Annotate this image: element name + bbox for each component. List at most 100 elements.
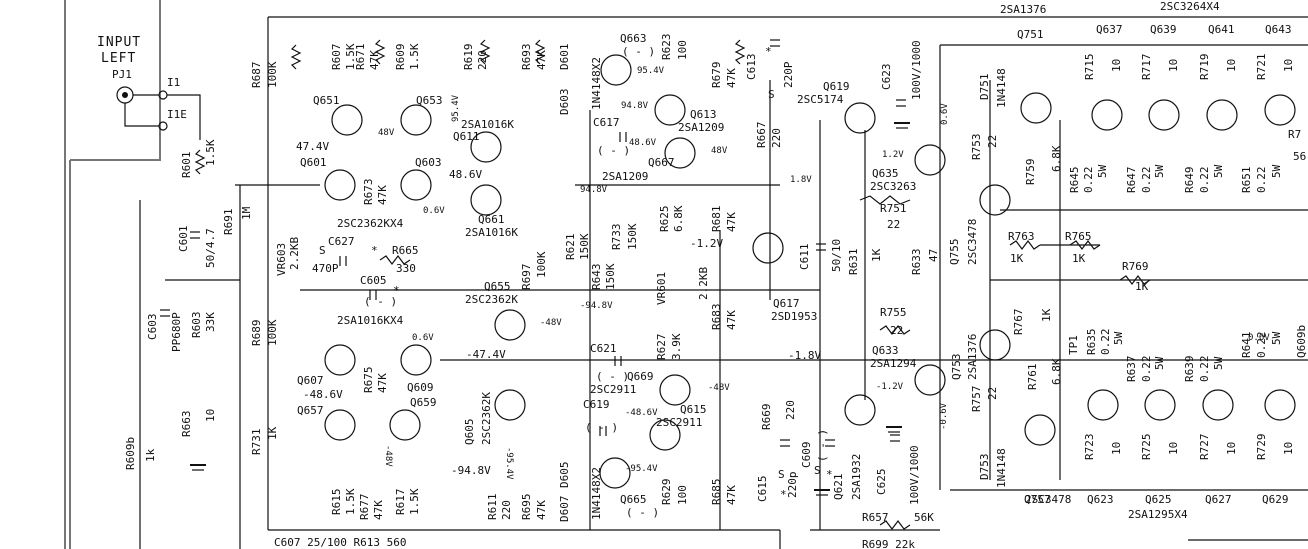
q635-part: 2SC3263 <box>870 180 916 193</box>
r641-val: 0.22 <box>1255 332 1268 359</box>
volt-21: -94.8V <box>451 464 491 477</box>
r761-ref: R761 <box>1026 364 1039 391</box>
q627-symbol <box>1202 389 1234 421</box>
c623-val: 100V/1000 <box>910 40 923 100</box>
r759-ref: R759 <box>1024 159 1037 186</box>
volt-1: 47.4V <box>296 140 329 153</box>
r645-ref: R645 <box>1068 167 1081 194</box>
q655-label: Q655 <box>484 280 511 293</box>
r719-val: 10 <box>1225 59 1238 72</box>
volt-25: -48V <box>708 383 730 393</box>
c621-ref: C621 <box>590 342 617 355</box>
r609-ref: R609 <box>394 44 407 71</box>
r695-val: 47K <box>535 500 548 520</box>
q751-label: Q751 <box>1017 28 1044 41</box>
q751-symbol <box>1020 92 1052 124</box>
q607-symbol <box>324 344 356 376</box>
r667-val: 220 <box>770 128 783 148</box>
r733-val: 150K <box>626 223 639 250</box>
watt-637: 5W <box>1153 356 1166 370</box>
r611-val: 220 <box>500 500 513 520</box>
volt-4: 95.4V <box>451 94 461 122</box>
labels: 2SA1376 2SC3264X4 2SC3478 2SA1295X4 C607… <box>124 0 1308 549</box>
q625-symbol <box>1144 389 1176 421</box>
q643-symbol <box>1264 94 1296 126</box>
q655-symbol <box>494 309 526 341</box>
r727-ref: R727 <box>1198 434 1211 461</box>
q653-label: Q653 <box>416 94 443 107</box>
q617-symbol <box>752 232 784 264</box>
r751-val: 22 <box>887 218 900 231</box>
q617-label: Q617 <box>773 297 800 310</box>
r639-val: 0.22 <box>1198 356 1211 383</box>
r647-ref: R647 <box>1125 167 1138 194</box>
q613-symbol <box>654 94 686 126</box>
ground-symbols <box>190 122 910 496</box>
r767-val: 1K <box>1040 308 1053 322</box>
volt-24: -1.8V <box>788 349 821 362</box>
r731-ref: R731 <box>250 429 263 456</box>
capacitor-symbols <box>160 39 906 447</box>
r635-ref: R635 <box>1085 329 1098 356</box>
c621-val: ( - ) <box>596 370 629 383</box>
q635-symbol <box>914 144 946 176</box>
c603-val: PP680P <box>170 312 183 352</box>
r623-val: 100 <box>676 40 689 60</box>
r609b-ref: R609b <box>124 437 137 470</box>
r649-ref: R649 <box>1183 167 1196 194</box>
mark-s-3: S <box>778 468 785 481</box>
r765-val: 1K <box>1072 252 1086 265</box>
q605-label: Q605 <box>463 419 476 446</box>
input-jack-label: PJ1 <box>112 68 132 81</box>
r695-ref: R695 <box>520 494 533 521</box>
r691-ref: R691 <box>222 209 235 236</box>
r7-val: 56 <box>1293 150 1306 163</box>
volt-22: -48.6V <box>625 408 658 418</box>
volt-16: -47.4V <box>466 348 506 361</box>
volt-3: 48.6V <box>449 168 482 181</box>
q603-symbol <box>400 169 432 201</box>
r629-ref: R629 <box>660 479 673 506</box>
q755-label: Q755 <box>948 239 961 266</box>
resistor-labels: R687 100K R607 1.5K R671 47K R609 1.5K R… <box>124 34 1306 521</box>
r637-ref: R637 <box>1125 356 1138 383</box>
q653-symbol <box>400 104 432 136</box>
mark-star-2: * <box>393 284 400 297</box>
q641-symbol <box>1206 99 1238 131</box>
watt-639: 5W <box>1212 356 1225 370</box>
q633-symbol <box>914 364 946 396</box>
q661-symbol <box>470 184 502 216</box>
r693-val: 47K <box>535 50 548 70</box>
q617-part: 2SD1953 <box>771 310 817 323</box>
q669-part: 2SC2911 <box>590 383 636 396</box>
vr603-val: 2.2KB <box>288 237 301 270</box>
q651-symbol <box>331 104 363 136</box>
r645-val: 0.22 <box>1082 167 1095 194</box>
r665-ref: R665 <box>392 244 419 257</box>
watt-641: 5W <box>1270 331 1283 345</box>
r671-ref: R671 <box>354 44 367 71</box>
r675-ref: R675 <box>362 367 375 394</box>
c615-val: 220p <box>786 472 799 499</box>
q629-label: Q629 <box>1262 493 1289 506</box>
volt-19: -48V <box>383 445 393 467</box>
q659-symbol <box>389 409 421 441</box>
c601-ref: C601 <box>177 226 190 253</box>
c609-val: ( - ) <box>816 429 829 462</box>
r753-val: 22 <box>986 135 999 148</box>
r673-ref: R673 <box>362 179 375 206</box>
q625-label: Q625 <box>1145 493 1172 506</box>
r721-val: 10 <box>1282 59 1295 72</box>
c625-val: 100V/1000 <box>908 445 921 505</box>
vr601-val: 2.2KB <box>697 267 710 300</box>
q619-symbol <box>844 102 876 134</box>
q609-symbol <box>400 344 432 376</box>
q757-label: Q757 <box>1024 493 1051 506</box>
r625-ref: R625 <box>658 206 671 233</box>
volt-6: 94.8V <box>621 101 649 111</box>
volt-17: -48V <box>540 318 562 328</box>
q615-label: Q615 <box>680 403 707 416</box>
r617-ref: R617 <box>394 489 407 516</box>
r643-ref: R643 <box>590 264 603 291</box>
